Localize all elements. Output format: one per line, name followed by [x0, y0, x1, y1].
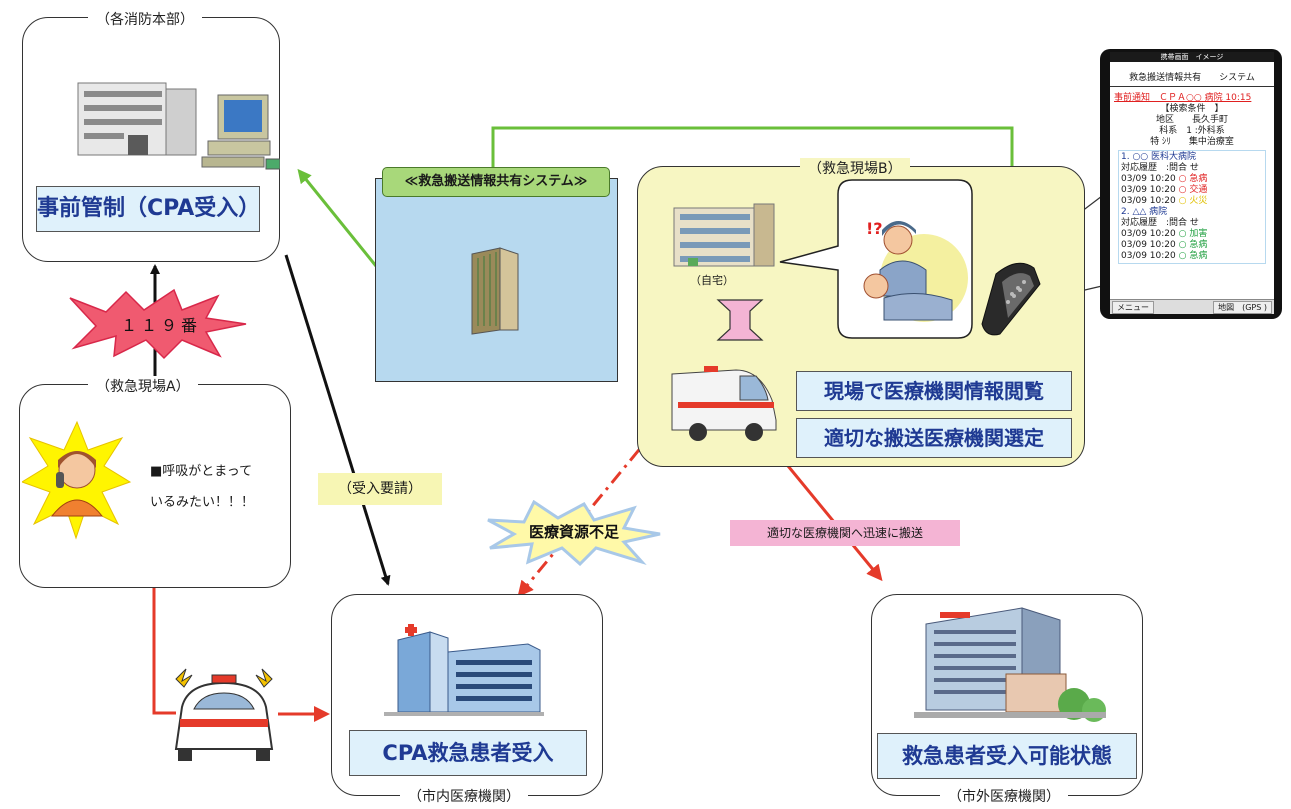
- phone-history-row: 03/09 10:20 ○ 交通: [1121, 185, 1263, 196]
- site-a-speech-line2: いるみたい！！！: [150, 495, 255, 510]
- phone-screen: 携帯画面 イメージ 救急搬送情報共有 システム 事前通知 ＣＰＡ○○ 病院 10…: [1110, 52, 1274, 314]
- phone-history-time: 03/09 10:20: [1121, 251, 1179, 261]
- system-title: ≪救急搬送情報共有システム≫: [382, 167, 610, 197]
- phone-history-row: 03/09 10:20 ○ 急病: [1121, 251, 1263, 262]
- phone-map-key[interactable]: 地図 (GPS ): [1213, 301, 1272, 314]
- phone-history-row: 03/09 10:20 ○ 急病: [1121, 240, 1263, 251]
- phone-notice: 事前通知 ＣＰＡ○○ 病院 10:15: [1114, 93, 1252, 103]
- hq-label: 事前管制（CPA受入）: [36, 186, 260, 232]
- server-tower-icon: [471, 247, 519, 335]
- outer-hospital-label: 救急患者受入可能状態: [877, 733, 1137, 779]
- site-b-caption: （救急現場B）: [800, 158, 910, 178]
- request-arrow: [284, 254, 391, 586]
- request-label: （受入要請）: [318, 473, 442, 505]
- phone-dept: 科系 1 :外科系: [1159, 126, 1225, 136]
- fire-department-building-icon: [77, 82, 280, 170]
- phone-menu-key[interactable]: メニュー: [1112, 301, 1154, 314]
- phone-history-row: 03/09 10:20 ○ 火災: [1121, 196, 1263, 207]
- ambulance-front-icon: [174, 668, 274, 761]
- transport-label: 適切な医療機関へ迅速に搬送: [730, 520, 960, 546]
- phone-history-time: 03/09 10:20: [1121, 229, 1179, 239]
- outer-hospital-building-icon: [914, 607, 1106, 722]
- phone-history-status: ○ 急病: [1178, 240, 1208, 250]
- mobile-phone-icon: [981, 262, 1041, 336]
- phone-hospital-2-history: 対応履歴 :問合 せ: [1121, 218, 1199, 228]
- hq-caption: （各消防本部）: [88, 9, 202, 29]
- phone-title: 救急搬送情報共有 システム: [1110, 62, 1274, 87]
- phone-history-row: 03/09 10:20 ○ 加害: [1121, 229, 1263, 240]
- phone-history-time: 03/09 10:20: [1121, 185, 1179, 195]
- phone-hospital-2[interactable]: 2. △△ 病院: [1121, 207, 1168, 217]
- inner-hospital-building-icon: [384, 624, 544, 716]
- apartment-building-icon: [673, 203, 775, 267]
- outer-hospital-caption: （市外医療機関）: [940, 786, 1068, 806]
- ambulance-icon: [671, 366, 777, 441]
- phone-history-time: 03/09 10:20: [1121, 174, 1179, 184]
- pink-transition-arrow: [716, 299, 764, 341]
- site-b-label-select: 適切な搬送医療機関選定: [796, 418, 1072, 458]
- phone-special: 特 ｼﾘ 集中治療室: [1150, 137, 1234, 147]
- inner-hospital-caption: （市内医療機関）: [400, 786, 528, 806]
- site-a-speech-line1: ■呼吸がとまって: [150, 464, 253, 479]
- phone-history-time: 03/09 10:20: [1121, 240, 1179, 250]
- phone-history-status: ○ 火災: [1178, 196, 1208, 206]
- shortage-burst: [487, 500, 661, 566]
- call-119-burst: [69, 288, 247, 360]
- system-to-hq-arrow: [297, 168, 378, 267]
- phone-history-status: ○ 加害: [1178, 229, 1208, 239]
- phone-area: 地区 長久手町: [1155, 115, 1228, 125]
- phone-history-status: ○ 急病: [1178, 174, 1208, 184]
- svg-text:!?: !?: [866, 219, 883, 238]
- phone-hospital-1-history: 対応履歴 :問合 せ: [1121, 163, 1199, 173]
- phone-history-row: 03/09 10:20 ○ 急病: [1121, 174, 1263, 185]
- shortage-label: 医療資源不足: [528, 523, 619, 541]
- site-b-label-browse: 現場で医療機関情報閲覧: [796, 371, 1072, 411]
- inner-hospital-label: CPA救急患者受入: [349, 730, 587, 776]
- home-label: （自宅）: [690, 274, 734, 287]
- phone-header: 携帯画面 イメージ: [1110, 52, 1274, 62]
- phone-softkeys: メニュー 地図 (GPS ): [1110, 299, 1274, 314]
- phone-history-status: ○ 急病: [1178, 251, 1208, 261]
- phone-history-status: ○ 交通: [1178, 185, 1208, 195]
- phone-hospital-1[interactable]: 1. ○○ 医科大病院: [1121, 152, 1197, 162]
- paramedic-speech-bubble: !?: [779, 179, 973, 339]
- phone-history-time: 03/09 10:20: [1121, 196, 1179, 206]
- call-label: １１９番: [120, 316, 201, 335]
- site-a-caption: （救急現場A）: [88, 376, 198, 396]
- caller-woman-icon: [22, 420, 132, 540]
- phone-search: 【検索条件 】: [1160, 104, 1224, 114]
- site-a-route: [152, 588, 176, 715]
